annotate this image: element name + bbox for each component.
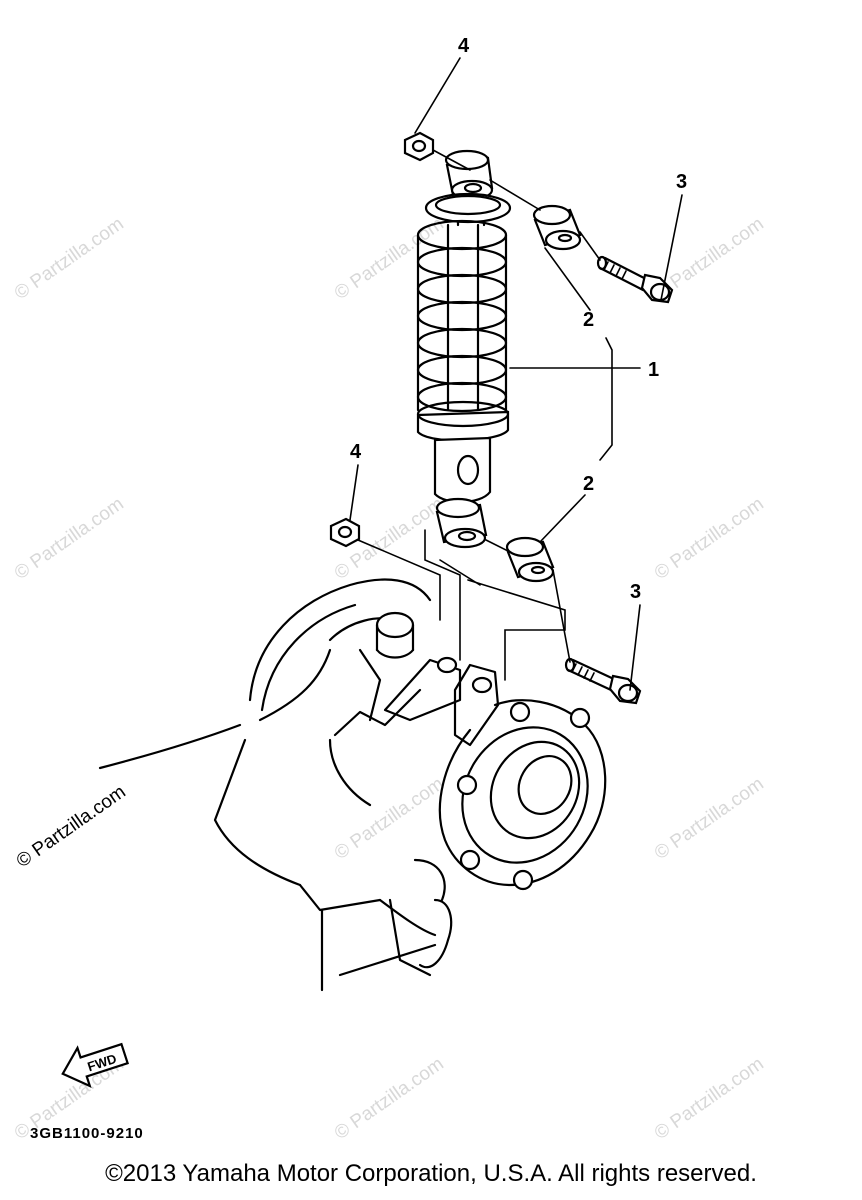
callout-3-upper: 3 xyxy=(676,171,687,193)
nut-upper xyxy=(403,131,435,162)
bolt-lower xyxy=(564,657,642,705)
callout-2-lower: 2 xyxy=(583,473,594,495)
watermark: © Partzilla.com xyxy=(11,213,128,304)
bushing-upper xyxy=(532,204,582,251)
callout-4-upper: 4 xyxy=(458,35,470,57)
assembly-lines xyxy=(357,149,601,681)
axle-housing xyxy=(98,578,500,992)
shock-absorber xyxy=(416,149,512,549)
leader-lines xyxy=(349,57,683,691)
watermark: © Partzilla.com xyxy=(331,213,448,304)
copyright-notice: ©2013 Yamaha Motor Corporation, U.S.A. A… xyxy=(105,1160,757,1187)
callout-labels: 4 3 2 1 4 2 3 xyxy=(350,35,687,603)
spring-coils xyxy=(416,219,508,413)
watermark: © Partzilla.com xyxy=(651,493,768,584)
nut-lower xyxy=(329,517,361,548)
bushing-lower xyxy=(505,536,555,583)
watermark: © Partzilla.com xyxy=(651,773,768,864)
watermark: © Partzilla.com xyxy=(651,1053,768,1144)
watermark-layer: © Partzilla.com © Partzilla.com © Partzi… xyxy=(11,213,768,1144)
callout-4-lower: 4 xyxy=(350,441,362,463)
callout-1: 1 xyxy=(648,359,659,381)
drawing-code: 3GB1100-9210 xyxy=(30,1125,144,1142)
wheel-hub xyxy=(438,699,607,891)
watermark: © Partzilla.com xyxy=(11,493,128,584)
callout-2-upper: 2 xyxy=(583,309,594,331)
forward-arrow-icon: FWD xyxy=(61,1042,130,1089)
callout-3-lower: 3 xyxy=(630,581,641,603)
watermark: © Partzilla.com xyxy=(13,781,130,872)
bolt-upper xyxy=(596,255,674,304)
watermark: © Partzilla.com xyxy=(331,1053,448,1144)
